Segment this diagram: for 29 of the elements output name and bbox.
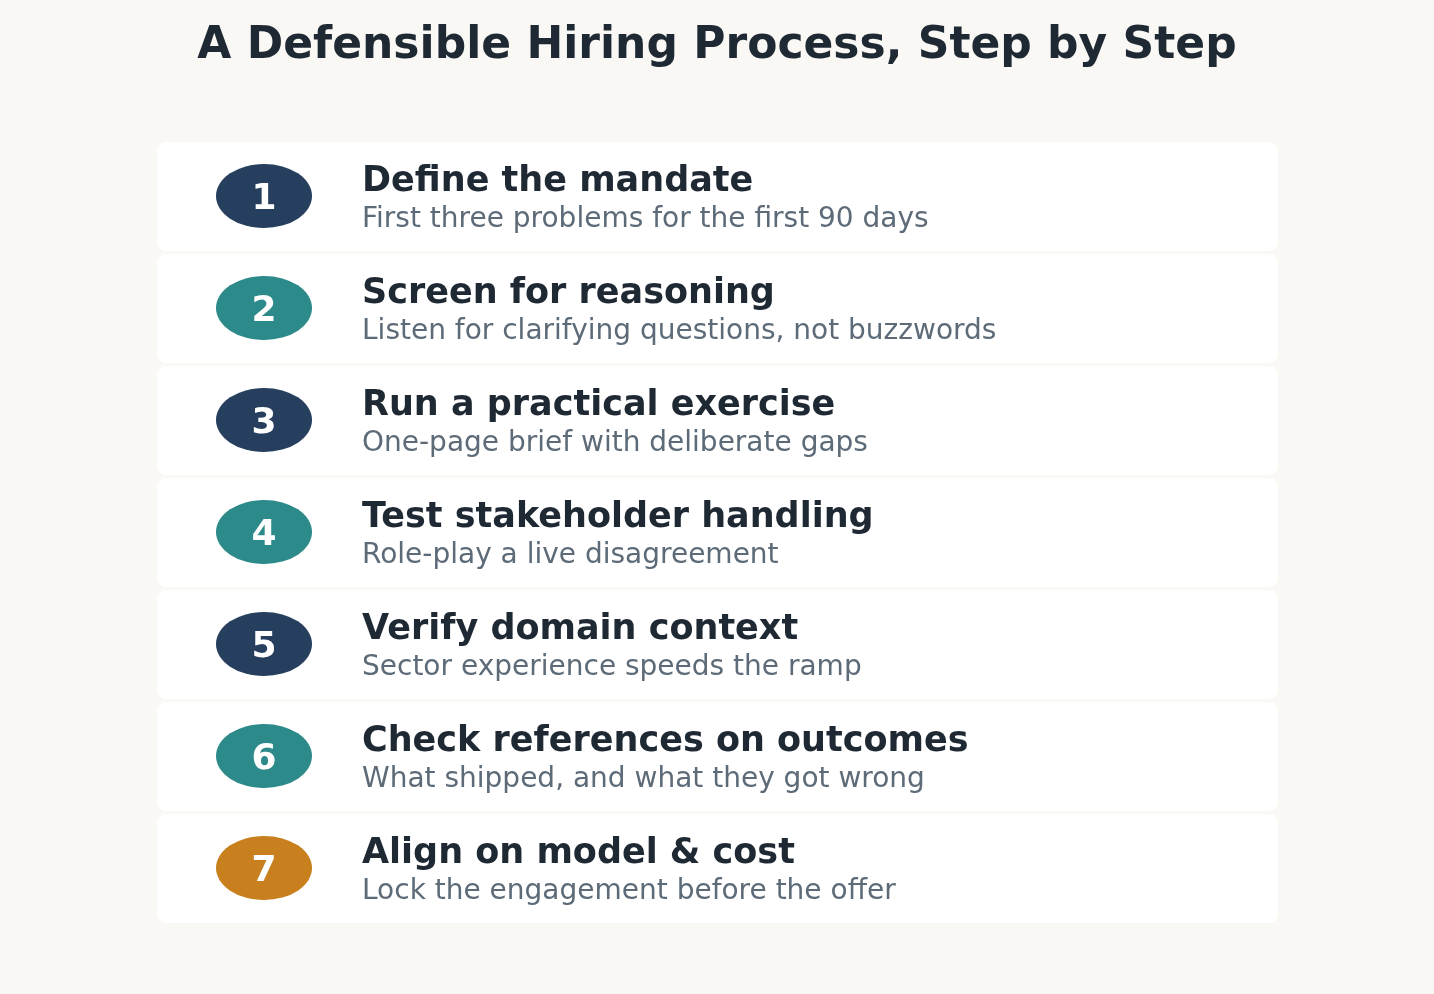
step-description: Listen for clarifying questions, not buzzwords bbox=[362, 314, 997, 346]
step-title: Verify domain context bbox=[362, 607, 799, 647]
step-title: Screen for reasoning bbox=[362, 271, 775, 311]
step-card bbox=[157, 702, 1278, 811]
step-description: What shipped, and what they got wrong bbox=[362, 762, 925, 794]
step-number-badge: 2 bbox=[216, 276, 312, 340]
step-number-badge: 5 bbox=[216, 612, 312, 676]
step-title: Define the mandate bbox=[362, 159, 754, 199]
step-number-badge: 3 bbox=[216, 388, 312, 452]
step-title: Check references on outcomes bbox=[362, 719, 969, 759]
step-number-badge: 4 bbox=[216, 500, 312, 564]
step-title: Test stakeholder handling bbox=[362, 495, 874, 535]
step-number-badge: 7 bbox=[216, 836, 312, 900]
step-description: One-page brief with deliberate gaps bbox=[362, 426, 868, 458]
step-card bbox=[157, 590, 1278, 699]
step-card bbox=[157, 142, 1278, 251]
title: A Defensible Hiring Process, Step by Step bbox=[196, 17, 1238, 69]
step-card bbox=[157, 254, 1278, 363]
step-card bbox=[157, 366, 1278, 475]
step-number-badge: 6 bbox=[216, 724, 312, 788]
step-card bbox=[157, 478, 1278, 587]
step-title: Align on model & cost bbox=[362, 831, 795, 871]
step-title: Run a practical exercise bbox=[362, 383, 836, 423]
step-description: Role-play a live disagreement bbox=[362, 538, 779, 570]
step-description: Sector experience speeds the ramp bbox=[362, 650, 862, 682]
step-number-badge: 1 bbox=[216, 164, 312, 228]
step-description: Lock the engagement before the offer bbox=[362, 874, 896, 906]
step-card bbox=[157, 814, 1278, 923]
step-description: First three problems for the first 90 days bbox=[362, 202, 929, 234]
